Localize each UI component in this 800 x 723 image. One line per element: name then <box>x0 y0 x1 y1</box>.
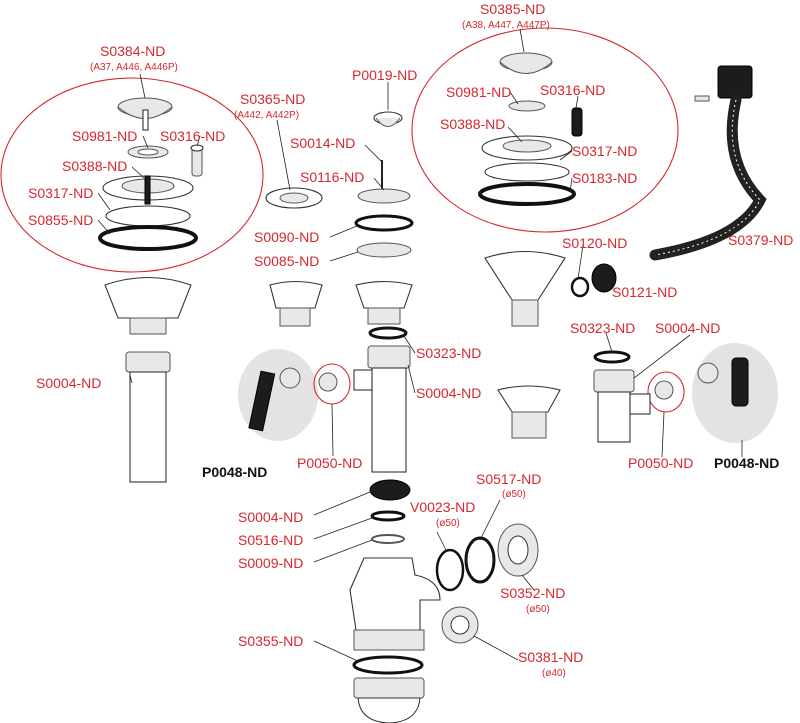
ring-s0120 <box>570 276 590 298</box>
label-s0317-right: S0317-ND <box>572 143 637 159</box>
right-elbow-p0048 <box>697 357 749 407</box>
label-s0365-sub: (A442, A442P) <box>234 110 299 121</box>
right-strainer-basket <box>499 52 553 74</box>
center-right-bowl <box>355 280 413 325</box>
label-s0004-center: S0004-ND <box>416 385 481 401</box>
center-tee-body <box>353 345 411 473</box>
gasket-s0355 <box>352 655 424 675</box>
label-s0384-sub: (A37, A446, A446P) <box>90 62 178 73</box>
label-s0121: S0121-ND <box>612 284 677 300</box>
label-s0090: S0090-ND <box>254 229 319 245</box>
plug-p0019 <box>373 111 403 127</box>
label-p0048-right: P0048-ND <box>714 455 779 471</box>
label-s0014: S0014-ND <box>290 135 355 151</box>
right-tee-body <box>593 369 651 443</box>
label-s0352: S0352-ND <box>500 585 565 601</box>
label-s0381: S0381-ND <box>518 649 583 665</box>
right-ring-s0388 <box>484 162 570 182</box>
label-s0388-left: S0388-ND <box>62 158 127 174</box>
right-flange-s0317 <box>481 135 573 161</box>
right-ring-s0323 <box>593 350 631 364</box>
left-gasket-s0855 <box>98 225 198 251</box>
left-tailpiece <box>125 351 171 483</box>
nut-s0352 <box>497 523 539 577</box>
left-strainer-basket <box>117 97 173 131</box>
washer-s0009 <box>371 534 405 544</box>
right-gasket-s0183 <box>478 182 576 206</box>
center-ring-s0323 <box>368 326 408 340</box>
left-elbow-p0048 <box>248 367 301 432</box>
label-s0381-sub: (ø40) <box>542 668 566 679</box>
label-v0023: V0023-ND <box>410 499 475 515</box>
label-p0050-right: P0050-ND <box>628 455 693 471</box>
label-s0116: S0116-ND <box>300 169 364 185</box>
label-s0316-left: S0316-ND <box>160 128 225 144</box>
label-s0183: S0183-ND <box>572 170 637 186</box>
leader-lines <box>97 28 757 663</box>
left-flange-s0317 <box>102 175 194 205</box>
label-s0004-right: S0004-ND <box>655 320 720 336</box>
left-screw-s0316 <box>190 144 204 177</box>
label-s0517: S0517-ND <box>476 471 541 487</box>
right-strainer-group-circle <box>411 27 679 233</box>
label-s0855: S0855-ND <box>28 212 93 228</box>
label-s0004-bottom: S0004-ND <box>238 509 303 525</box>
p0050-right-ring <box>647 371 685 413</box>
left-ring-s0388 <box>105 205 191 227</box>
center-washer-s0085 <box>356 242 412 258</box>
ring-s0516 <box>370 510 406 522</box>
center-gasket-s0090 <box>354 214 414 232</box>
label-s0384: S0384-ND <box>100 43 165 59</box>
label-p0019: P0019-ND <box>352 67 417 83</box>
ring-s0517 <box>464 536 496 584</box>
ring-v0023 <box>435 548 465 592</box>
left-strainer-group-circle <box>0 77 264 273</box>
label-s0385-sub: (A38, A447, A447P) <box>462 20 550 31</box>
label-s0317-left: S0317-ND <box>28 185 93 201</box>
label-p0048-left: P0048-ND <box>202 464 267 480</box>
label-s0316-right: S0316-ND <box>540 82 605 98</box>
overflow-hose-s0379 <box>649 65 767 261</box>
lower-nut-s0004 <box>369 479 411 501</box>
trap-bottom-cap <box>353 677 425 723</box>
label-s0085: S0085-ND <box>254 253 319 269</box>
label-s0388-right: S0388-ND <box>440 116 505 132</box>
label-s0004-left: S0004-ND <box>36 375 101 391</box>
left-bowl-body <box>104 276 192 335</box>
nut-s0121 <box>591 263 617 293</box>
label-v0023-sub: (ø50) <box>436 518 460 529</box>
label-s0355: S0355-ND <box>238 633 303 649</box>
label-p0050-center: P0050-ND <box>297 455 362 471</box>
label-s0323-center: S0323-ND <box>416 345 481 361</box>
label-s0981-left: S0981-ND <box>72 128 137 144</box>
right-screw-s0316 <box>571 107 583 137</box>
right-funnel <box>484 250 566 327</box>
label-s0365: S0365-ND <box>240 91 305 107</box>
label-s0379: S0379-ND <box>728 232 793 248</box>
label-s0323-right: S0323-ND <box>570 320 635 336</box>
right-nut-p0050 <box>654 380 674 400</box>
flange-s0365 <box>265 187 323 209</box>
trap-body <box>349 557 441 651</box>
center-nut-p0050 <box>318 372 338 392</box>
label-s0516: S0516-ND <box>238 532 303 548</box>
label-s0352-sub: (ø50) <box>526 604 550 615</box>
left-washer-s0981 <box>127 145 169 159</box>
center-washer-s0116 <box>357 188 411 204</box>
center-right-bowl-small <box>497 385 561 439</box>
label-s0009: S0009-ND <box>238 555 303 571</box>
label-s0120: S0120-ND <box>562 235 627 251</box>
label-s0981-right: S0981-ND <box>446 84 511 100</box>
center-left-bowl <box>269 280 323 327</box>
label-s0385: S0385-ND <box>480 1 545 17</box>
nut-s0381 <box>441 606 479 644</box>
label-s0517-sub: (ø50) <box>502 489 526 500</box>
right-washer-s0981 <box>508 100 546 112</box>
